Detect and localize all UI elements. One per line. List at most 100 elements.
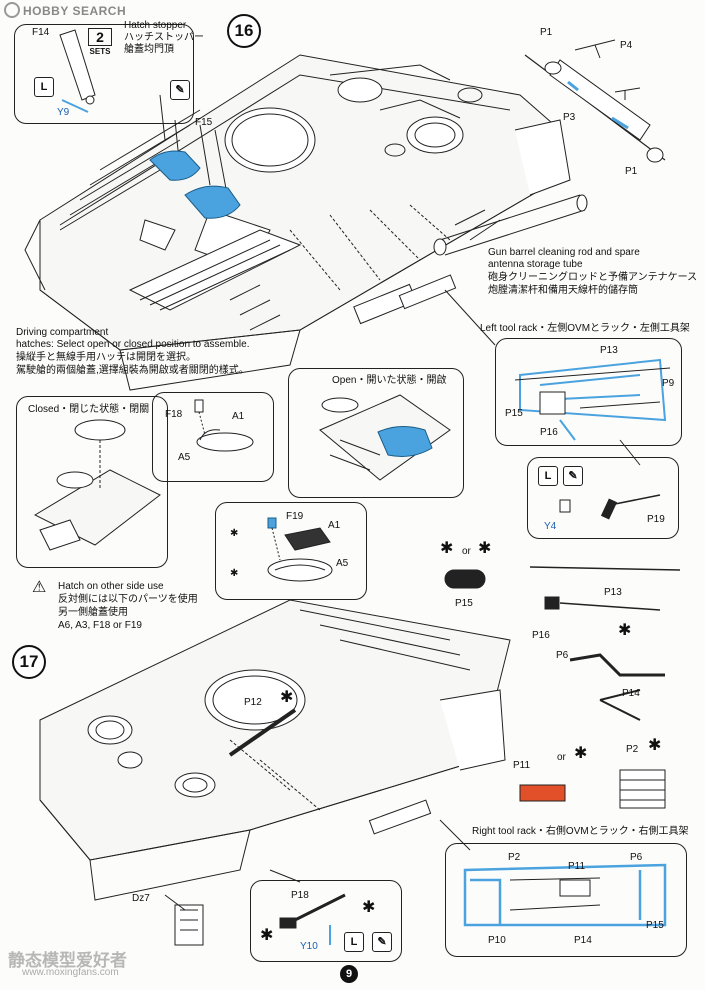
driving-note-en2: hatches: Select open or closed position … bbox=[16, 339, 250, 350]
closed-detail-drawing bbox=[33, 419, 161, 551]
closed-parts-drawing bbox=[194, 399, 254, 452]
paint-icon: ✱ bbox=[260, 927, 274, 944]
step-number-17: 17 bbox=[12, 645, 46, 679]
part-label-p13-rack: P13 bbox=[600, 345, 618, 356]
step-number-16: 16 bbox=[227, 14, 261, 48]
cement-icon: ✎ bbox=[170, 80, 190, 100]
gun-barrel-note-jp: 砲身クリーニングロッドと予備アンテナケース bbox=[488, 272, 698, 283]
open-label: Open・開いた状態・開啟 bbox=[332, 375, 447, 386]
hatch-stopper-en: Hatch stopper bbox=[124, 20, 187, 31]
y4-box bbox=[527, 457, 679, 539]
warning-icon: ⚠ bbox=[32, 579, 47, 596]
part-label-y10: Y10 bbox=[300, 941, 318, 952]
hatch-other-parts: A6, A3, F18 or F19 bbox=[58, 620, 142, 631]
watermark-bottom: 静态模型爱好者 bbox=[8, 951, 127, 970]
right-rack-box bbox=[445, 843, 687, 957]
glue-icon: L bbox=[538, 466, 558, 486]
paint-icon: ✱ bbox=[574, 745, 588, 762]
watermark-url: www.moxingfans.com bbox=[22, 967, 119, 978]
part-label-p14-tool: P14 bbox=[622, 688, 640, 699]
closed-parts-box bbox=[152, 392, 274, 482]
hatch-stopper-cn: 艙蓋均門頂 bbox=[124, 44, 174, 55]
gun-barrel-note-en1: Gun barrel cleaning rod and spare bbox=[488, 247, 640, 258]
watermark-top: HOBBY SEARCH bbox=[4, 2, 126, 18]
p12-rod bbox=[228, 708, 297, 757]
driving-note-en1: Driving compartment bbox=[16, 327, 109, 338]
hatch-stopper-jp: ハッチストッパー bbox=[124, 32, 204, 43]
hatch-other-cn: 另一側艙蓋使用 bbox=[58, 607, 128, 618]
or-label: or bbox=[462, 546, 471, 557]
part-label-f18: F18 bbox=[165, 409, 183, 420]
part-label-p19: P19 bbox=[647, 514, 665, 525]
part-label-f14: F14 bbox=[32, 27, 50, 38]
p18-drawing bbox=[279, 893, 346, 945]
gun-barrel-note-en2: antenna storage tube bbox=[488, 259, 583, 270]
hatch-other-jp: 反対側には以下のパーツを使用 bbox=[58, 594, 198, 605]
part-label-p15-rack: P15 bbox=[505, 408, 523, 419]
page-number: 9 bbox=[340, 965, 358, 983]
part-label-p16-tool: P16 bbox=[532, 630, 550, 641]
part-label-p15-rack-right: P15 bbox=[646, 920, 664, 931]
part-label-p13-tool: P13 bbox=[604, 587, 622, 598]
hull-step16 bbox=[24, 54, 571, 391]
driving-note-cn: 駕駛艙的兩個艙蓋,選擇組裝為開啟或者關閉的樣式。 bbox=[16, 365, 249, 376]
glue-icon: L bbox=[344, 932, 364, 952]
part-label-a5-open: A5 bbox=[336, 558, 349, 569]
closed-box bbox=[16, 396, 168, 568]
open-parts-drawing bbox=[267, 517, 333, 582]
paint-icon: ✱ bbox=[230, 528, 239, 539]
left-rack-box bbox=[495, 338, 682, 446]
part-label-p3: P3 bbox=[563, 112, 576, 123]
part-label-f15: F15 bbox=[195, 117, 213, 128]
closed-label: Closed・閉じた状態・閉關 bbox=[28, 404, 150, 415]
left-rack-drawing bbox=[519, 358, 667, 441]
part-label-a1-open: A1 bbox=[328, 520, 341, 531]
f14-drawing bbox=[59, 29, 96, 113]
cement-icon: ✎ bbox=[563, 466, 583, 486]
hatch-other-en: Hatch on other side use bbox=[58, 581, 164, 592]
paint-icon: ✱ bbox=[440, 540, 454, 557]
right-rack-drawing bbox=[463, 863, 667, 927]
part-label-p11-tool: P11 bbox=[513, 760, 531, 771]
watermark-logo-icon bbox=[4, 2, 20, 18]
part-label-p15-tool: P15 bbox=[455, 598, 473, 609]
part-label-p16-rack: P16 bbox=[540, 427, 558, 438]
y10-box bbox=[250, 880, 402, 962]
left-rack-label: Left tool rack・左側OVMとラック・左側工具架 bbox=[480, 323, 690, 334]
open-box bbox=[288, 368, 464, 498]
part-label-p2-tool: P2 bbox=[626, 744, 639, 755]
part-label-p1-bottom: P1 bbox=[625, 166, 638, 177]
tools-step16-drawing bbox=[444, 494, 681, 809]
part-label-p11-rack: P11 bbox=[568, 861, 586, 872]
part-label-p9: P9 bbox=[662, 378, 675, 389]
glue-icon: L bbox=[34, 77, 54, 97]
open-parts-box bbox=[215, 502, 367, 600]
part-label-p4: P4 bbox=[620, 40, 633, 51]
part-label-y4: Y4 bbox=[544, 521, 557, 532]
storage-tube-drawing bbox=[433, 39, 666, 256]
driver-hatch-highlight bbox=[149, 150, 201, 181]
part-label-a5-closed: A5 bbox=[178, 452, 191, 463]
part-label-a1-closed: A1 bbox=[232, 411, 245, 422]
paint-icon: ✱ bbox=[618, 622, 632, 639]
paint-icon: ✱ bbox=[478, 540, 492, 557]
part-label-f19: F19 bbox=[286, 511, 304, 522]
part-label-y9: Y9 bbox=[57, 107, 70, 118]
part-label-p14-rack: P14 bbox=[574, 935, 592, 946]
radio-hatch-highlight bbox=[184, 185, 241, 219]
paint-icon: ✱ bbox=[648, 737, 662, 754]
paint-icon: ✱ bbox=[362, 899, 376, 916]
part-label-p2-rack: P2 bbox=[508, 852, 521, 863]
driving-note-jp: 操縦手と無線手用ハッチは開閉を選択。 bbox=[16, 352, 196, 363]
hull-step17 bbox=[39, 599, 511, 946]
right-rack-label: Right tool rack・右側OVMとラック・右側工具架 bbox=[472, 826, 689, 837]
part-label-p10: P10 bbox=[488, 935, 506, 946]
or-label-2: or bbox=[557, 752, 566, 763]
gun-barrel-note-cn: 炮膛清潔杆和備用天線杆的儲存筒 bbox=[488, 285, 638, 296]
part-label-p1-top: P1 bbox=[540, 27, 553, 38]
part-label-p6-rack: P6 bbox=[630, 852, 643, 863]
hatch-stopper-box bbox=[14, 24, 194, 124]
part-label-dz7: Dz7 bbox=[132, 893, 150, 904]
